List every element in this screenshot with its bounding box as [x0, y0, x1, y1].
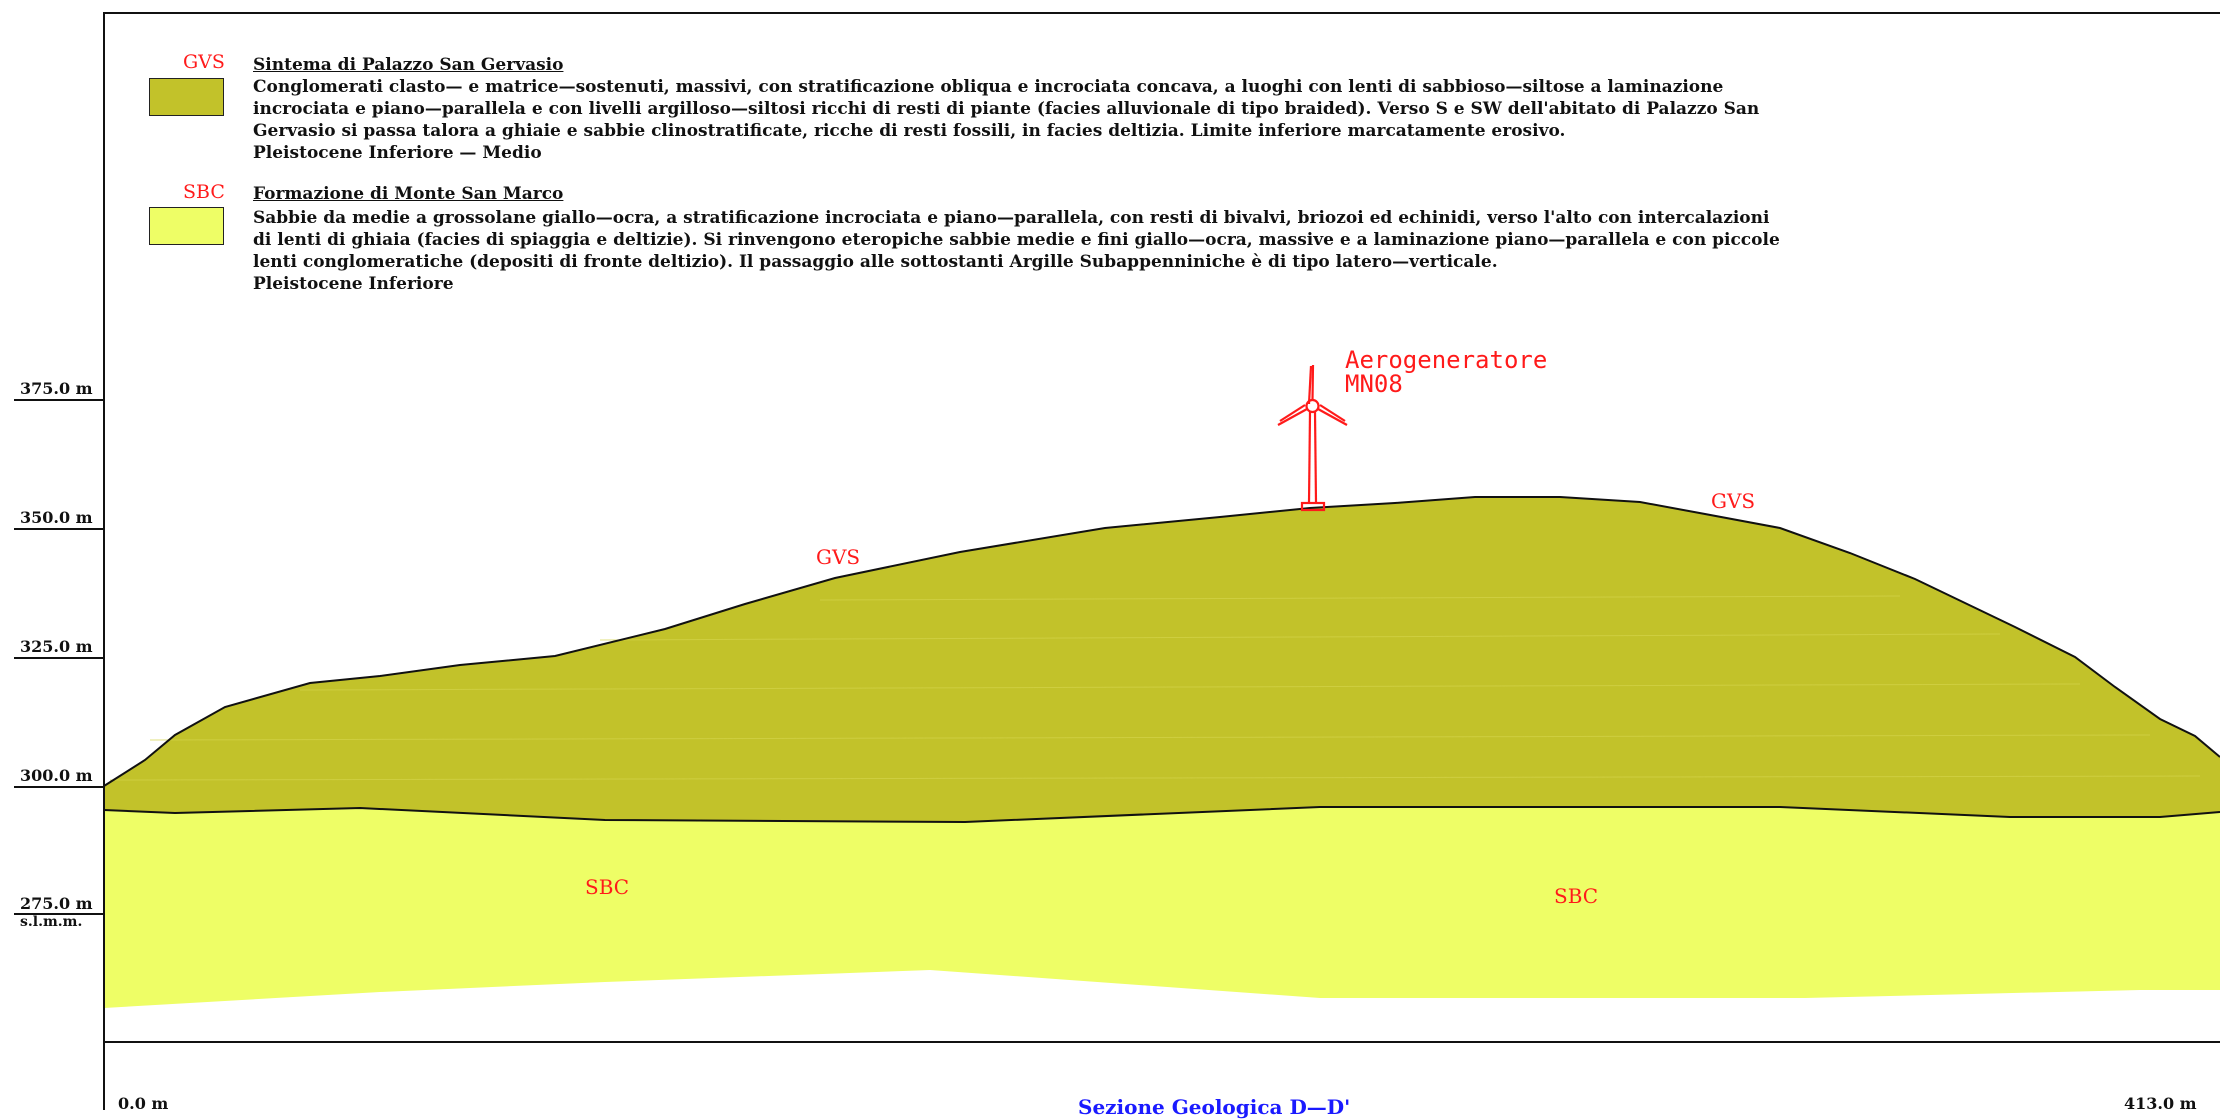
- gvs-unit-area: [104, 497, 2220, 822]
- topographic-profile-line: [103, 496, 2220, 787]
- legend-sbc-line-2: di lenti di ghiaia (facies di spiaggia e…: [253, 230, 1780, 250]
- elevation-label-350: 350.0 m: [20, 508, 93, 527]
- legend-gvs-description: Conglomerati clasto— e matrice—sostenuti…: [253, 76, 1759, 164]
- legend-sbc-line-1: Sabbie da medie a grossolane giallo—ocra…: [253, 208, 1770, 228]
- sbc-label-right: SBC: [1554, 884, 1599, 908]
- elevation-tick-275: [14, 913, 104, 915]
- distance-start-label: 0.0 m: [118, 1094, 169, 1113]
- legend-gvs-title: Sintema di Palazzo San Gervasio: [253, 55, 564, 75]
- gvs-label-right: GVS: [1711, 489, 1756, 513]
- section-title: Sezione Geologica D—D': [1078, 1095, 1351, 1119]
- elevation-label-275: 275.0 m: [20, 894, 93, 913]
- gvs-sbc-contact-line: [103, 806, 2220, 824]
- elevation-label-300: 300.0 m: [20, 766, 93, 785]
- legend-sbc-swatch: [149, 207, 224, 245]
- legend-gvs-line-3: Gervasio si passa talora a ghiaie e sabb…: [253, 121, 1566, 141]
- legend-sbc-line-3: lenti conglomeratiche (depositi di front…: [253, 252, 1498, 272]
- turbine-label: Aerogeneratore MN08: [1345, 348, 1547, 396]
- legend-sbc-line-4: Pleistocene Inferiore: [253, 274, 454, 294]
- turbine-label-id: MN08: [1345, 370, 1403, 398]
- legend-gvs-line-4: Pleistocene Inferiore — Medio: [253, 143, 542, 163]
- legend-sbc-description: Sabbie da medie a grossolane giallo—ocra…: [253, 207, 1780, 295]
- legend-sbc-title: Formazione di Monte San Marco: [253, 184, 564, 204]
- legend-gvs-code: GVS: [183, 51, 225, 73]
- wind-turbine-icon: [1277, 364, 1348, 512]
- elevation-tick-350: [14, 528, 104, 530]
- elevation-label-375: 375.0 m: [20, 379, 93, 398]
- gvs-hatching: [109, 595, 2201, 781]
- legend-sbc-code: SBC: [183, 181, 225, 203]
- legend-gvs-line-1: Conglomerati clasto— e matrice—sostenuti…: [253, 77, 1724, 97]
- gvs-label-left: GVS: [816, 545, 861, 569]
- turbine-label-name: Aerogeneratore: [1345, 346, 1548, 374]
- sbc-label-left: SBC: [585, 875, 630, 899]
- legend-gvs-swatch: [149, 78, 224, 116]
- legend-gvs-line-2: incrociata e piano—parallela e con livel…: [253, 99, 1760, 119]
- elevation-datum-label: s.l.m.m.: [20, 914, 83, 930]
- elevation-label-325: 325.0 m: [20, 637, 93, 656]
- elevation-tick-325: [14, 657, 104, 659]
- sbc-unit-area: [104, 807, 2220, 1008]
- elevation-tick-375: [14, 399, 104, 401]
- elevation-tick-300: [14, 786, 104, 788]
- distance-end-label: 413.0 m: [2124, 1094, 2197, 1113]
